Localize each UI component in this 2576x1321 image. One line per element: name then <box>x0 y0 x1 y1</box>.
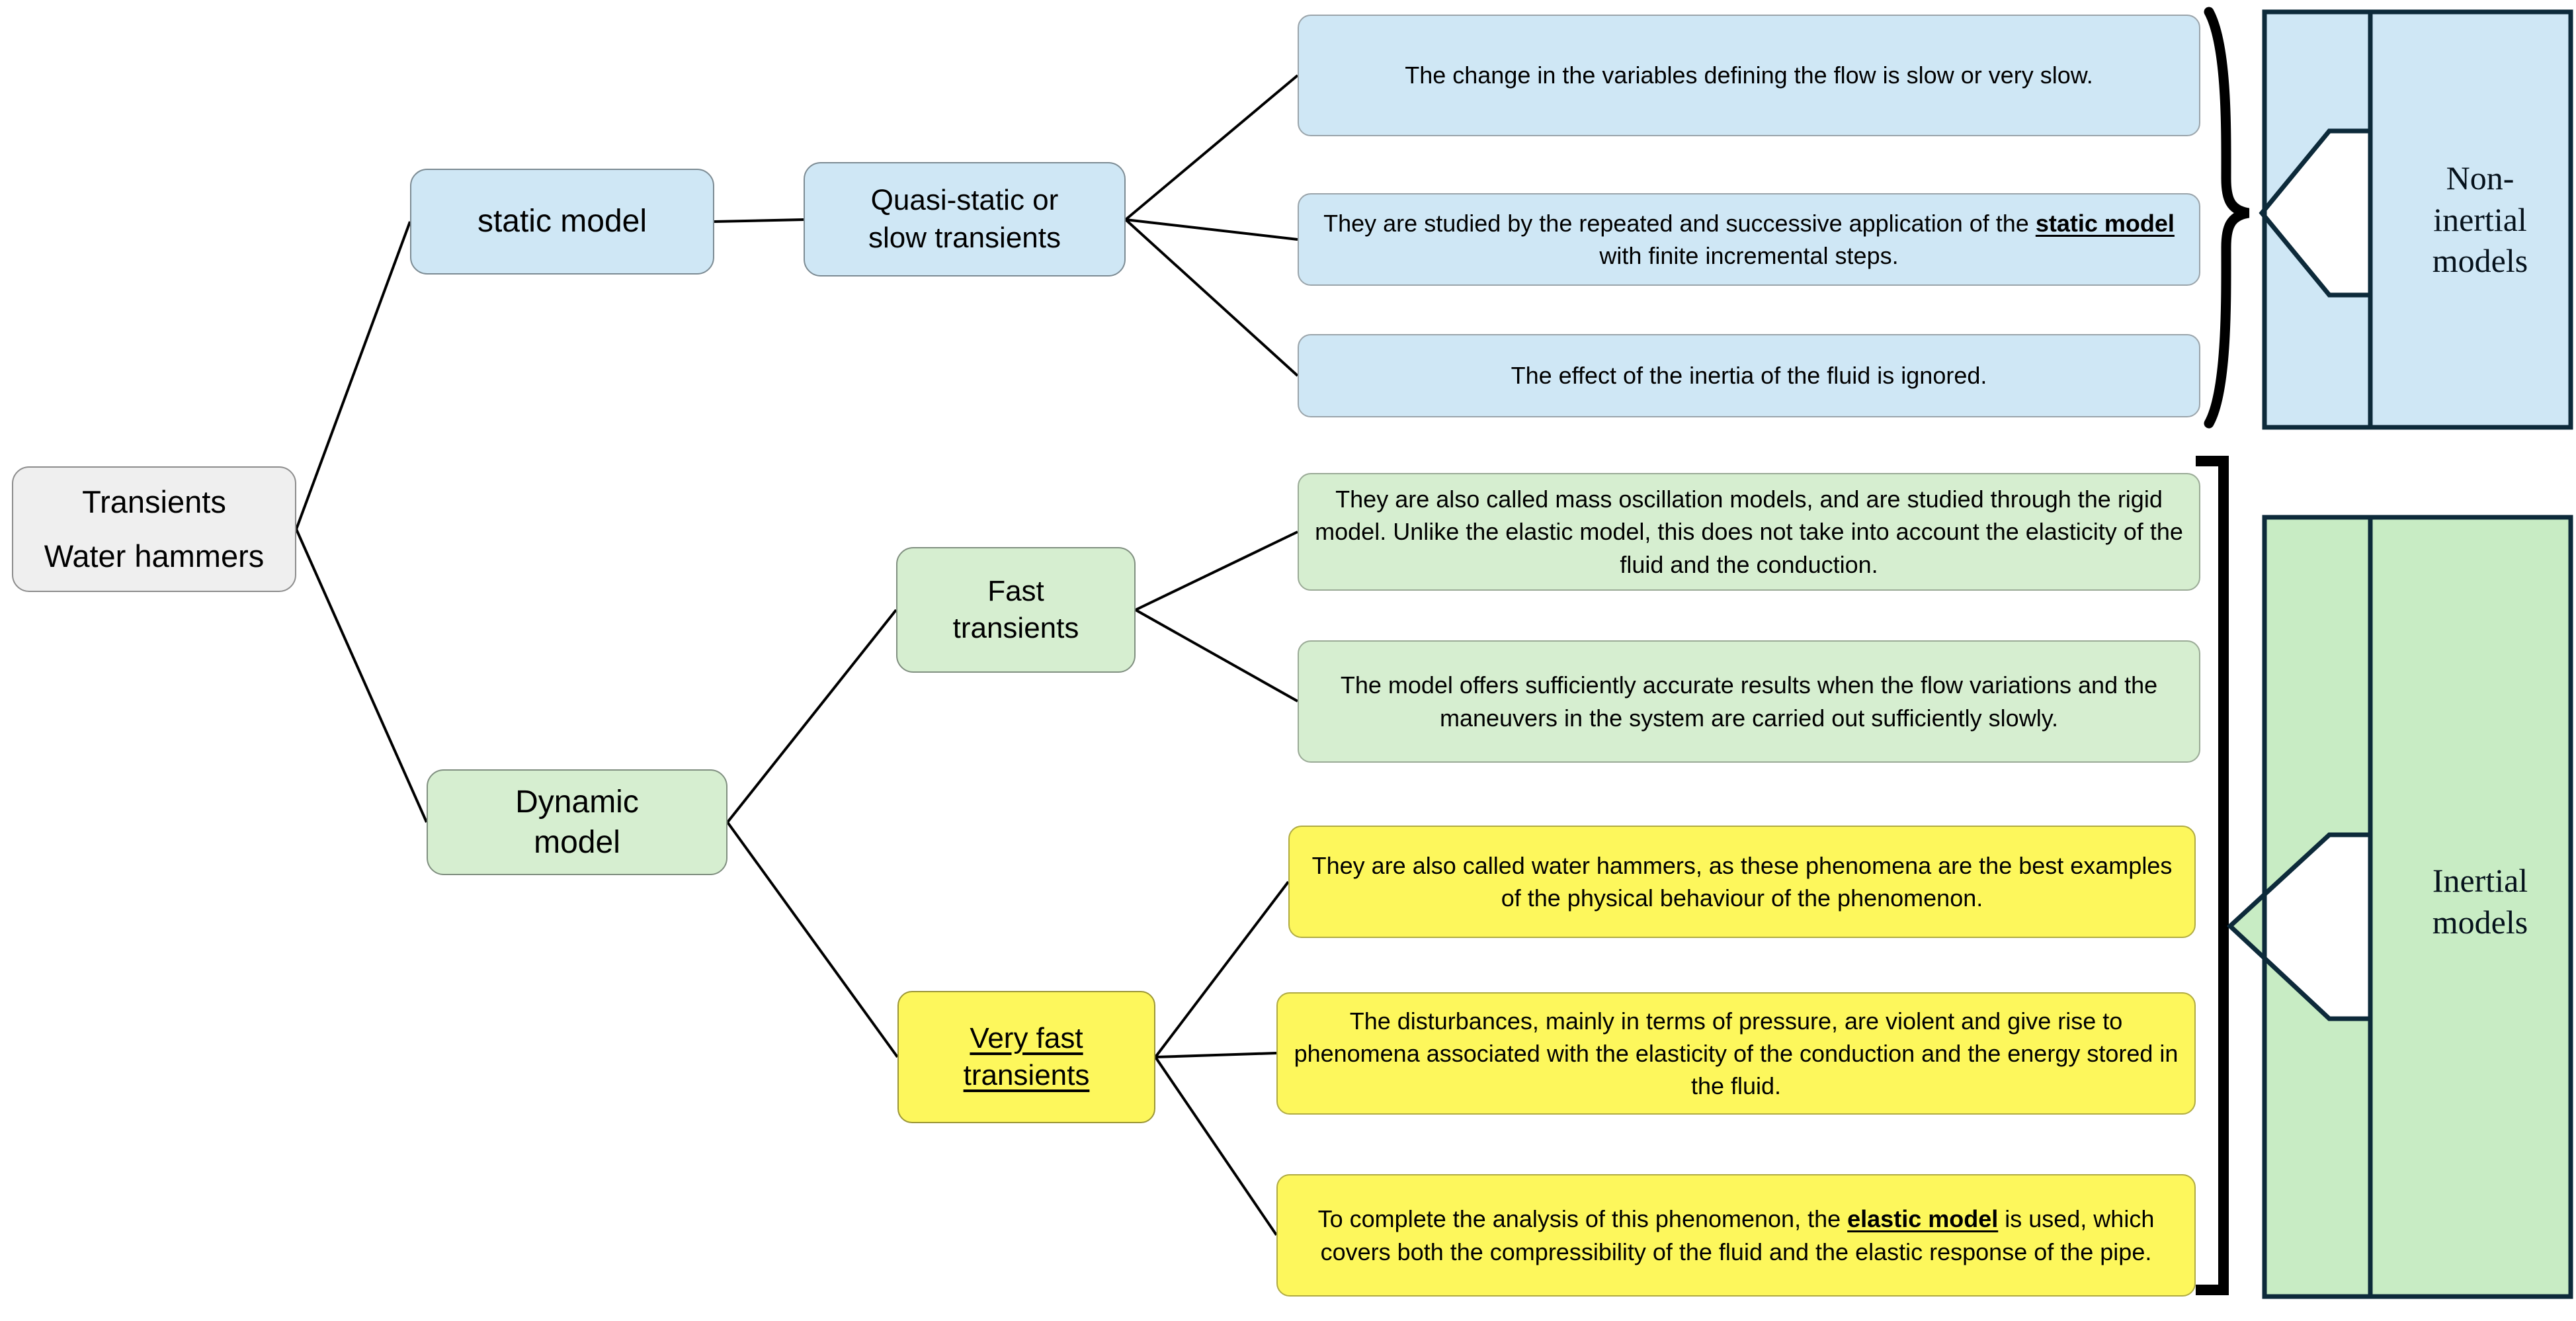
node-quasi-line2: slow transients <box>868 221 1061 254</box>
detail-static-2-after: with finite incremental steps. <box>1599 242 1899 269</box>
detail-static-2-before: They are studied by the repeated and suc… <box>1323 209 2036 237</box>
detail-static-2-emphasis: static model <box>2035 209 2175 237</box>
detail-box-fast-2-text: The model offers sufficiently accurate r… <box>1340 671 2158 732</box>
detail-veryfast-3-after: is used, which covers both the compressi… <box>1320 1205 2155 1265</box>
detail-box-fast-1[interactable]: They are also called mass oscillation mo… <box>1298 473 2200 591</box>
edge-static-to-quasi <box>714 218 804 223</box>
node-dynamic-model-text: Dynamic model <box>428 782 726 863</box>
node-static-model-label: static model <box>477 204 647 239</box>
edge-fast-to-green2 <box>1135 609 1298 703</box>
detail-box-fast-1-text: They are also called mass oscillation mo… <box>1315 486 2183 578</box>
edge-root-to-static <box>295 221 411 530</box>
detail-box-veryfast-1[interactable]: They are also called water hammers, as t… <box>1288 826 2196 938</box>
detail-box-veryfast-2-text: The disturbances, mainly in terms of pre… <box>1294 1007 2179 1100</box>
edge-quasi-to-blue1 <box>1124 74 1299 221</box>
edge-veryfast-to-yellow1 <box>1154 880 1290 1058</box>
detail-box-static-3-text: The effect of the inertia of the fluid i… <box>1511 362 1987 390</box>
node-root-transients[interactable]: Transients Water hammers <box>12 466 296 592</box>
edge-quasi-to-blue2 <box>1125 218 1298 241</box>
square-bracket-inertial <box>2196 456 2229 1295</box>
summary-inertial-models-label: Inertial models <box>2391 860 2569 943</box>
detail-box-static-1-text: The change in the variables defining the… <box>1405 62 2093 89</box>
node-quasi-static-slow-transients[interactable]: Quasi-static or slow transients <box>804 162 1126 277</box>
non-inertial-arrow-box <box>2259 9 2373 430</box>
detail-box-veryfast-1-text: They are also called water hammers, as t… <box>1311 851 2173 912</box>
edge-fast-to-green1 <box>1135 531 1298 611</box>
node-root-line1: Transients <box>82 484 226 519</box>
edge-quasi-to-blue3 <box>1124 218 1299 377</box>
summary-inertial-line1: Inertial <box>2432 862 2528 899</box>
non-inertial-box <box>2368 9 2573 430</box>
edge-root-to-dynamic <box>295 529 428 823</box>
node-very-fast-line2: transients <box>963 1059 1090 1091</box>
detail-box-static-2[interactable]: They are studied by the repeated and suc… <box>1298 193 2200 286</box>
curly-brace-non-inertial <box>2204 7 2250 429</box>
node-very-fast-transients-text: Very fast transients <box>899 1020 1154 1095</box>
edge-veryfast-to-yellow2 <box>1155 1052 1277 1058</box>
detail-box-veryfast-3[interactable]: To complete the analysis of this phenome… <box>1276 1174 2196 1297</box>
detail-box-fast-2[interactable]: The model offers sufficiently accurate r… <box>1298 640 2200 763</box>
summary-non-inertial-line3: models <box>2432 242 2528 279</box>
node-very-fast-line1: Very fast <box>970 1021 1083 1054</box>
detail-veryfast-3-emphasis: elastic model <box>1847 1205 1999 1233</box>
node-root-text: Transients Water hammers <box>13 482 295 576</box>
node-dynamic-line2: model <box>534 825 620 860</box>
detail-box-veryfast-3-text: To complete the analysis of this phenome… <box>1292 1203 2180 1268</box>
node-fast-line2: transients <box>952 612 1079 644</box>
detail-box-static-3[interactable]: The effect of the inertia of the fluid i… <box>1298 334 2200 417</box>
edge-veryfast-to-yellow3 <box>1154 1056 1278 1236</box>
inertial-box <box>2368 515 2573 1299</box>
node-quasi-static-text: Quasi-static or slow transients <box>805 182 1124 257</box>
summary-non-inertial-line2: inertial <box>2433 200 2527 238</box>
summary-non-inertial-line1: Non- <box>2446 159 2514 196</box>
node-dynamic-model[interactable]: Dynamic model <box>427 769 727 875</box>
detail-box-static-1[interactable]: The change in the variables defining the… <box>1298 15 2200 136</box>
detail-box-veryfast-2[interactable]: The disturbances, mainly in terms of pre… <box>1276 992 2196 1115</box>
node-root-line2: Water hammers <box>44 538 265 574</box>
edge-dynamic-to-fast <box>726 609 897 824</box>
summary-non-inertial-models-label: Non- inertial models <box>2391 157 2569 282</box>
node-static-model[interactable]: static model <box>410 169 714 275</box>
detail-veryfast-3-before: To complete the analysis of this phenome… <box>1317 1205 1848 1233</box>
node-dynamic-line1: Dynamic <box>515 784 639 820</box>
node-fast-transients-text: Fast transients <box>897 573 1134 648</box>
inertial-arrow-box <box>2226 515 2373 1299</box>
edge-dynamic-to-veryfast <box>726 821 899 1058</box>
node-fast-transients[interactable]: Fast transients <box>896 547 1136 673</box>
summary-inertial-line2: models <box>2432 903 2528 941</box>
detail-box-static-2-text: They are studied by the repeated and suc… <box>1313 207 2184 273</box>
node-quasi-line1: Quasi-static or <box>870 184 1059 217</box>
node-fast-line1: Fast <box>987 574 1044 607</box>
node-very-fast-transients[interactable]: Very fast transients <box>897 991 1155 1123</box>
